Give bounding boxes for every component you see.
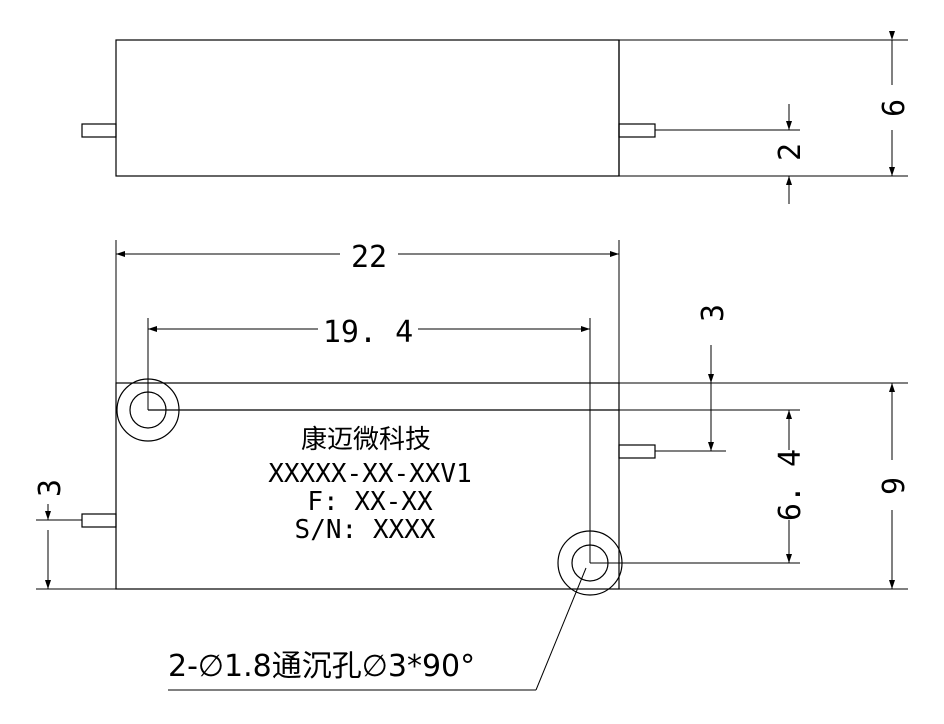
mounting-hole-top-left — [116, 378, 180, 442]
label-serial: S/N: XXXX — [295, 515, 436, 545]
top-right-pin — [618, 123, 656, 138]
dim-64-text: 6. 4 — [773, 449, 808, 521]
front-right-pin — [618, 444, 656, 459]
dim-3-left-text: 3 — [33, 479, 68, 497]
dim-9-text: 9 — [877, 477, 912, 495]
callout-hole-spec: 2-∅1.8通沉孔∅3*90° — [168, 649, 475, 684]
dim-3-top-text: 3 — [696, 304, 731, 322]
label-company: 康迈微科技 — [301, 425, 431, 455]
top-view: 6 2 — [81, 31, 912, 204]
dim-6-text: 6 — [877, 99, 912, 117]
dim-194-text: 19. 4 — [323, 315, 413, 350]
front-view: 22 19. 4 3 6. 4 — [33, 240, 912, 691]
top-body-outline — [115, 39, 620, 177]
top-left-pin — [81, 123, 117, 138]
front-left-pin — [81, 513, 117, 528]
label-model: XXXXX-XX-XXV1 — [268, 459, 472, 489]
dim-2-text: 2 — [773, 143, 808, 161]
front-body-outline — [115, 382, 620, 590]
dim-22-text: 22 — [351, 240, 387, 275]
callout-leader-diagonal — [535, 567, 587, 691]
label-frequency: F: XX-XX — [307, 487, 433, 517]
